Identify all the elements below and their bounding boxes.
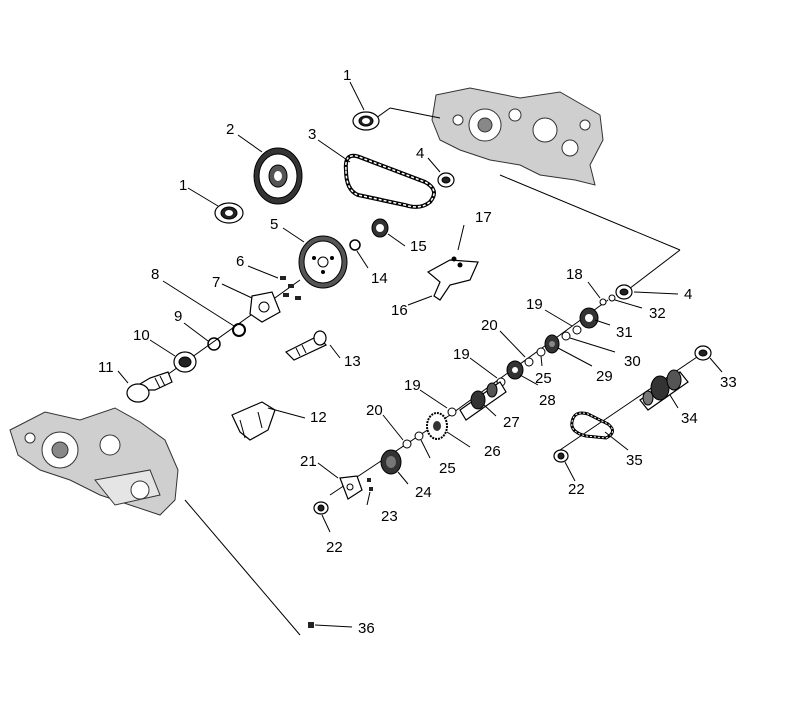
callout-16: 16 bbox=[391, 302, 408, 319]
callout-18: 18 bbox=[566, 266, 583, 283]
part-15-gear bbox=[371, 218, 389, 238]
callout-19: 19 bbox=[453, 346, 470, 363]
callout-30: 30 bbox=[624, 353, 641, 370]
part-30-washer bbox=[561, 331, 571, 341]
callout-27: 27 bbox=[503, 414, 520, 431]
part-4-bearing-upper bbox=[437, 172, 455, 188]
part-14-washer bbox=[349, 239, 361, 251]
part-33-bearing bbox=[694, 345, 712, 361]
part-5-driven-sprocket bbox=[298, 235, 348, 289]
part-8-oring bbox=[232, 323, 246, 337]
part-20-washer-a bbox=[524, 357, 534, 367]
callout-25: 25 bbox=[439, 460, 456, 477]
part-3-drive-chain bbox=[343, 153, 436, 209]
leader-lines bbox=[117, 81, 723, 628]
part-24-gear bbox=[380, 449, 402, 475]
callout-6: 6 bbox=[236, 253, 244, 270]
part-7-bearing-retainer bbox=[249, 291, 281, 323]
callout-35: 35 bbox=[626, 452, 643, 469]
case-half-upper-illustration bbox=[431, 87, 604, 186]
callout-19: 19 bbox=[526, 296, 543, 313]
callout-23: 23 bbox=[381, 508, 398, 525]
callout-3: 3 bbox=[308, 126, 316, 143]
part-22-bearing-a bbox=[313, 501, 329, 515]
part-12-cover-plate bbox=[231, 401, 276, 441]
part-27-shaft bbox=[459, 381, 507, 421]
callout-21: 21 bbox=[300, 453, 317, 470]
callout-1: 1 bbox=[343, 67, 351, 84]
part-6-bolts bbox=[280, 276, 301, 300]
part-17-detent bbox=[451, 256, 463, 268]
part-19-washer-a bbox=[572, 325, 582, 335]
callout-22: 22 bbox=[568, 481, 585, 498]
callout-31: 31 bbox=[616, 324, 633, 341]
callout-10: 10 bbox=[133, 327, 150, 344]
part-28-gear bbox=[506, 360, 524, 380]
part-10-bearing bbox=[173, 351, 197, 373]
part-35-chain bbox=[570, 411, 614, 440]
callout-24: 24 bbox=[415, 484, 432, 501]
part-29-gear bbox=[544, 334, 560, 354]
callout-25: 25 bbox=[535, 370, 552, 387]
callout-11: 11 bbox=[98, 359, 114, 376]
callout-2: 2 bbox=[226, 121, 234, 138]
callout-20: 20 bbox=[481, 317, 498, 334]
part-2-drive-sprocket bbox=[253, 147, 303, 205]
part-34-countershaft bbox=[639, 369, 689, 411]
callout-28: 28 bbox=[539, 392, 556, 409]
callout-22: 22 bbox=[326, 539, 343, 556]
callout-29: 29 bbox=[596, 368, 613, 385]
callout-17: 17 bbox=[475, 209, 492, 226]
callout-1: 1 bbox=[179, 177, 187, 194]
part-25-washer-b bbox=[414, 431, 424, 441]
part-25-washer-a bbox=[536, 347, 546, 357]
callout-numbers: 1 1 2 3 4 4 5 6 7 8 9 10 11 12 13 14 15 … bbox=[98, 67, 737, 637]
callout-5: 5 bbox=[270, 216, 278, 233]
part-22-bearing-b bbox=[553, 449, 569, 463]
part-13-shift-shaft bbox=[284, 330, 327, 361]
part-26-gear bbox=[426, 412, 448, 440]
callout-15: 15 bbox=[410, 238, 427, 255]
part-1-bearing-lower bbox=[214, 202, 244, 224]
callout-19: 19 bbox=[404, 377, 421, 394]
callout-8: 8 bbox=[151, 266, 159, 283]
part-31-gear bbox=[579, 307, 599, 329]
callout-13: 13 bbox=[344, 353, 361, 370]
callout-36: 36 bbox=[358, 620, 375, 637]
callout-9: 9 bbox=[174, 308, 182, 325]
part-1-bearing-upper bbox=[352, 111, 380, 131]
part-18-washer bbox=[599, 298, 607, 306]
part-20-washer-b bbox=[402, 439, 412, 449]
callout-34: 34 bbox=[681, 410, 698, 427]
callout-4: 4 bbox=[684, 286, 692, 303]
callout-4: 4 bbox=[416, 145, 424, 162]
callout-12: 12 bbox=[310, 409, 327, 426]
part-32-washer bbox=[608, 294, 616, 302]
part-4-bearing-lower bbox=[615, 284, 633, 300]
part-36-bolt bbox=[308, 622, 314, 628]
part-16-shift-fork bbox=[426, 259, 479, 301]
part-11-output-shaft bbox=[126, 371, 173, 403]
callout-33: 33 bbox=[720, 374, 737, 391]
callout-20: 20 bbox=[366, 402, 383, 419]
case-half-lower-illustration bbox=[9, 407, 179, 516]
callout-26: 26 bbox=[484, 443, 501, 460]
part-9-oring bbox=[207, 337, 221, 351]
callout-7: 7 bbox=[212, 274, 220, 291]
callout-32: 32 bbox=[649, 305, 666, 322]
part-21-guide-plate bbox=[339, 475, 363, 500]
callout-14: 14 bbox=[371, 270, 388, 287]
part-19-washer-c bbox=[447, 407, 457, 417]
part-23-screws bbox=[367, 478, 373, 491]
